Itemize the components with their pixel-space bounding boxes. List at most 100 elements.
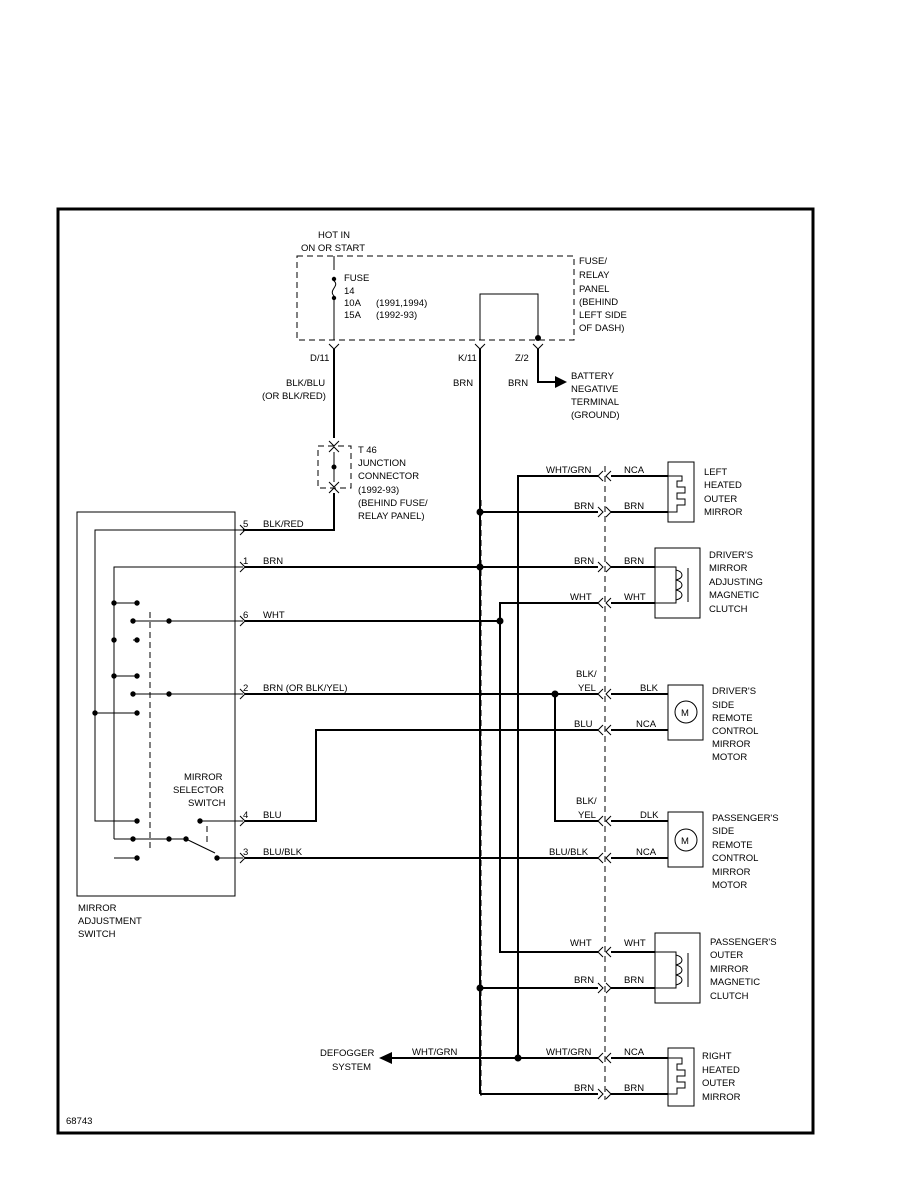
svg-text:M: M	[681, 836, 689, 847]
fuse-rating1: 10A	[344, 298, 362, 309]
pass-motor-line5: MIRROR	[712, 867, 751, 878]
adj-switch-line3: SWITCH	[78, 929, 116, 940]
defogger-wire-color: WHT/GRN	[412, 1047, 458, 1058]
left-heated-line2: HEATED	[704, 480, 742, 491]
dc-brn-right-label: BRN	[624, 556, 644, 567]
right-heated-mirror-component	[667, 1047, 695, 1107]
defogger-line2: SYSTEM	[332, 1062, 371, 1073]
rh-brn-right-label: BRN	[624, 1083, 644, 1094]
left-heated-line4: MIRROR	[704, 507, 743, 518]
driver-clutch-line5: CLUTCH	[709, 604, 748, 615]
diagram-frame	[56, 207, 815, 1135]
main-wires	[245, 349, 598, 1095]
fuse-number: 14	[344, 286, 355, 297]
switch-pin-2: 2	[243, 683, 248, 694]
pc-brn-right-label: BRN	[624, 975, 644, 986]
pin-k11: K/11	[458, 353, 477, 364]
driver-motor-line5: MIRROR	[712, 739, 751, 750]
component-lead-wires	[611, 475, 668, 1095]
lh-nca-label: NCA	[624, 465, 645, 476]
fuse-panel-line3: PANEL	[579, 284, 609, 295]
driver-motor-line4: CONTROL	[712, 726, 758, 737]
fuse-label: FUSE	[344, 273, 369, 284]
right-heated-line2: HEATED	[702, 1065, 740, 1076]
switch-pin-4: 4	[243, 810, 248, 821]
power-line1: HOT IN	[318, 230, 350, 241]
selector-line2: SELECTOR	[173, 785, 224, 796]
junction-line6: RELAY PANEL)	[358, 511, 425, 522]
rh-nca-label: NCA	[624, 1047, 645, 1058]
adj-switch-line2: ADJUSTMENT	[78, 916, 142, 927]
junction-line2: JUNCTION	[358, 458, 406, 469]
pc-wht-right-label: WHT	[624, 938, 646, 949]
fuse-years2: (1992-93)	[376, 310, 417, 321]
switch-pin-1: 1	[243, 556, 248, 567]
mirror-adjustment-switch-box	[76, 511, 236, 897]
pin5-wire-color: BLK/RED	[263, 519, 304, 530]
driver-clutch-line3: ADJUSTING	[709, 577, 763, 588]
pass-clutch-line3: MIRROR	[710, 964, 749, 975]
switch-contacts	[92, 600, 220, 861]
feed-wire-color: BLK/BLU	[286, 378, 325, 389]
pm-blu-blk-label: BLU/BLK	[549, 847, 589, 858]
switch-pin-3: 3	[243, 847, 248, 858]
passenger-clutch-component	[654, 932, 701, 1004]
lh-brn-right-label: BRN	[624, 501, 644, 512]
ground-line1: BATTERY	[571, 371, 615, 382]
driver-motor-line2: SIDE	[712, 700, 734, 711]
pass-clutch-line5: CLUTCH	[710, 991, 749, 1002]
feed-wire-alt-color: (OR BLK/RED)	[262, 391, 326, 402]
left-heated-mirror-component	[667, 461, 695, 523]
pin4-wire-color: BLU	[263, 810, 282, 821]
dc-wht-right-label: WHT	[624, 592, 646, 603]
defogger-arrow	[379, 1052, 392, 1064]
selector-line1: MIRROR	[184, 772, 223, 783]
pin2-wire-color: BRN (OR BLK/YEL)	[263, 683, 347, 694]
fuse-panel-line2: RELAY	[579, 270, 610, 281]
dc-wht-label: WHT	[570, 592, 592, 603]
left-heated-line1: LEFT	[704, 467, 727, 478]
pass-motor-line6: MOTOR	[712, 880, 747, 891]
defogger-line1: DEFOGGER	[320, 1048, 375, 1059]
lh-wht-grn-label: WHT/GRN	[546, 465, 592, 476]
ground-line2: NEGATIVE	[571, 384, 618, 395]
driver-clutch-component	[654, 547, 701, 619]
driver-clutch-line4: MAGNETIC	[709, 590, 759, 601]
pm-nca-label: NCA	[636, 847, 657, 858]
dm-blk-right-label: BLK	[640, 683, 659, 694]
pm-yel-label: YEL	[578, 810, 596, 821]
lh-brn-label: BRN	[574, 501, 594, 512]
right-heated-line3: OUTER	[702, 1078, 735, 1089]
pass-clutch-line1: PASSENGER'S	[710, 937, 777, 948]
ground-line3: TERMINAL	[571, 397, 619, 408]
pass-motor-line2: SIDE	[712, 826, 734, 837]
rh-wht-grn-label: WHT/GRN	[546, 1047, 592, 1058]
driver-motor-line3: REMOTE	[712, 713, 753, 724]
fuse-years1: (1991,1994)	[376, 298, 427, 309]
pin3-wire-color: BLU/BLK	[263, 847, 303, 858]
fuse-panel-line4: (BEHIND	[579, 297, 618, 308]
driver-motor-line1: DRIVER'S	[712, 686, 756, 697]
pin-d11: D/11	[310, 353, 329, 364]
junction-line5: (BEHIND FUSE/	[358, 498, 428, 509]
fuse-panel-line5: LEFT SIDE	[579, 310, 627, 321]
pc-wht-label: WHT	[570, 938, 592, 949]
dc-brn-label: BRN	[574, 556, 594, 567]
pm-blk-label: BLK/	[576, 796, 597, 807]
power-line2: ON OR START	[301, 243, 365, 254]
pass-motor-line1: PASSENGER'S	[712, 813, 779, 824]
driver-clutch-line2: MIRROR	[709, 563, 748, 574]
dm-blu-label: BLU	[574, 719, 593, 730]
pin-z2: Z/2	[515, 353, 529, 364]
pm-dlk-label: DLK	[640, 810, 659, 821]
pass-motor-line3: REMOTE	[712, 840, 753, 851]
junction-line3: CONNECTOR	[358, 471, 419, 482]
ground-arrow	[555, 376, 567, 388]
harness-wire-color-brn: BRN	[453, 378, 473, 389]
fuse-panel-line1: FUSE/	[579, 256, 607, 267]
pc-brn-label: BRN	[574, 975, 594, 986]
passenger-motor-component: M	[667, 811, 704, 868]
ground-wire-color: BRN	[508, 378, 528, 389]
pass-clutch-line2: OUTER	[710, 950, 743, 961]
